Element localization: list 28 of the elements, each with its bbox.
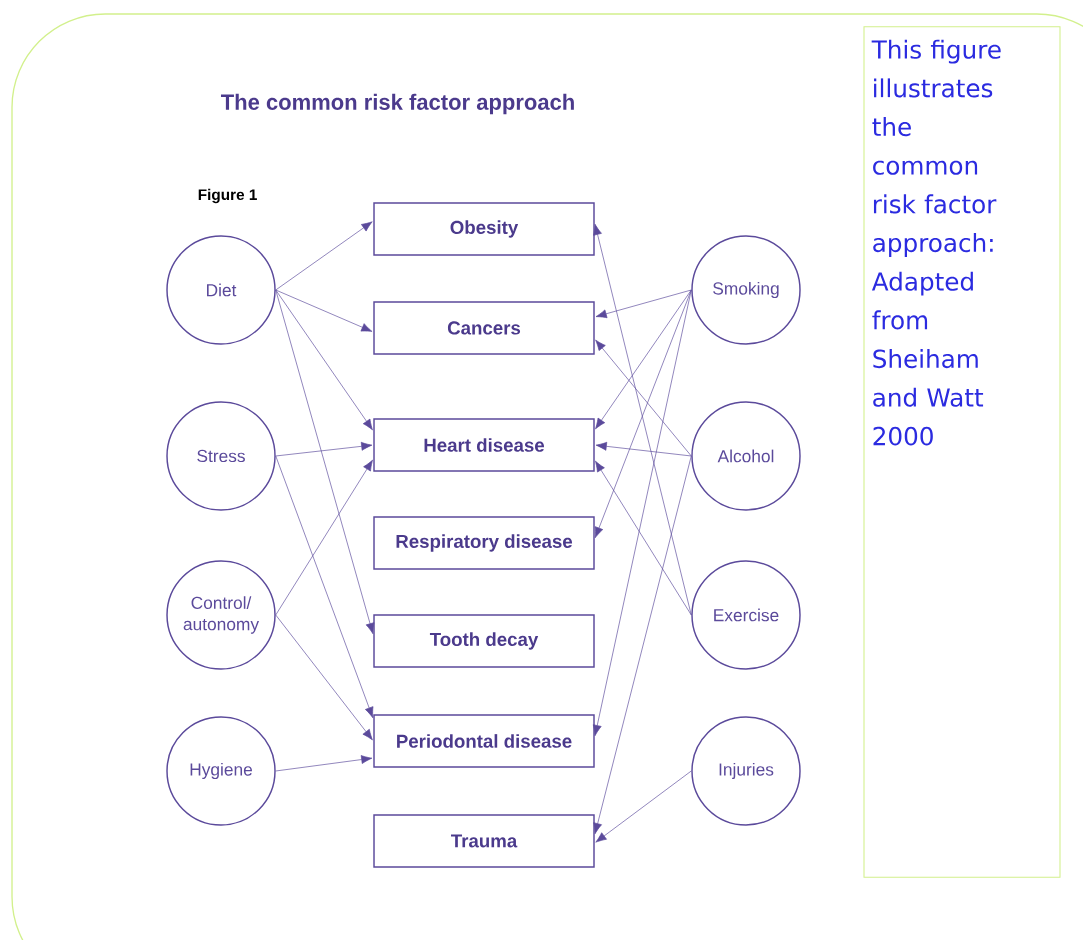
arrow (595, 339, 692, 457)
arrow (595, 770, 692, 843)
arrow (595, 289, 692, 430)
arrow (275, 441, 373, 457)
arrow (275, 221, 373, 291)
caption-box: This figure illustrates the common risk factor approach: Adapted from Sheiham and Watt 2000 (863, 26, 1061, 878)
arrow (593, 455, 692, 835)
arrow (275, 459, 373, 616)
figure-label: Figure 1 (198, 188, 257, 204)
arrow (275, 755, 373, 772)
disease-box: Cancers (373, 301, 595, 355)
arrow (595, 441, 692, 457)
disease-box: Tooth decay (373, 614, 595, 668)
arrow (592, 289, 692, 737)
disease-box: Respiratory disease (373, 516, 595, 570)
arrow (595, 460, 692, 616)
arrow (275, 455, 374, 719)
disease-box: Obesity (373, 202, 595, 256)
arrow (595, 289, 692, 319)
diagram-title: The common risk factor approach (221, 93, 574, 115)
arrow (593, 223, 692, 616)
arrow (275, 289, 375, 635)
disease-box: Periodontal disease (373, 714, 595, 768)
arrow (275, 289, 373, 332)
arrow (275, 614, 373, 741)
disease-box: Heart disease (373, 418, 595, 472)
disease-box: Trauma (373, 814, 595, 868)
arrow (275, 289, 373, 431)
